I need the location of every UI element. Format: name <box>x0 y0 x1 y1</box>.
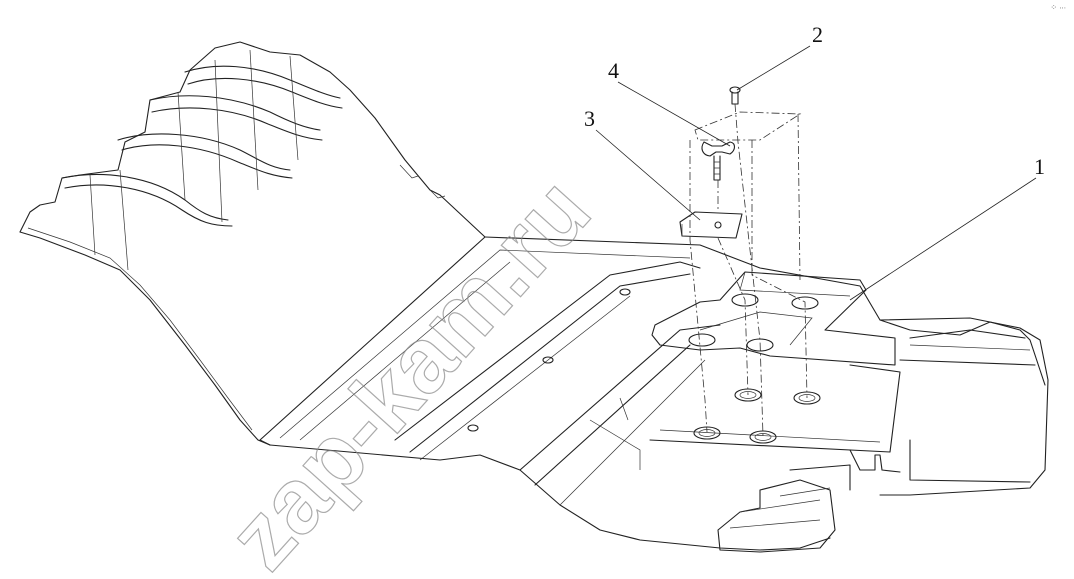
leader-4 <box>617 81 731 147</box>
leader-1 <box>849 177 1037 301</box>
callout-3: 3 <box>584 106 595 131</box>
leader-2 <box>736 45 811 91</box>
corner-mark: ⁘ ∙∙∙ <box>1050 3 1066 12</box>
part-4-wing-nut <box>701 141 736 181</box>
part-3-plate <box>679 211 743 239</box>
skid-plate-shield <box>19 41 1049 553</box>
leader-lines <box>595 45 1037 301</box>
callout-2: 2 <box>812 22 823 47</box>
leader-3 <box>595 129 701 221</box>
bracket-plate <box>651 271 896 366</box>
callout-4: 4 <box>608 58 619 83</box>
watermark: zap-kam.ru <box>209 159 610 579</box>
assembly-axis-lines <box>689 103 808 437</box>
callout-1: 1 <box>1034 154 1045 179</box>
